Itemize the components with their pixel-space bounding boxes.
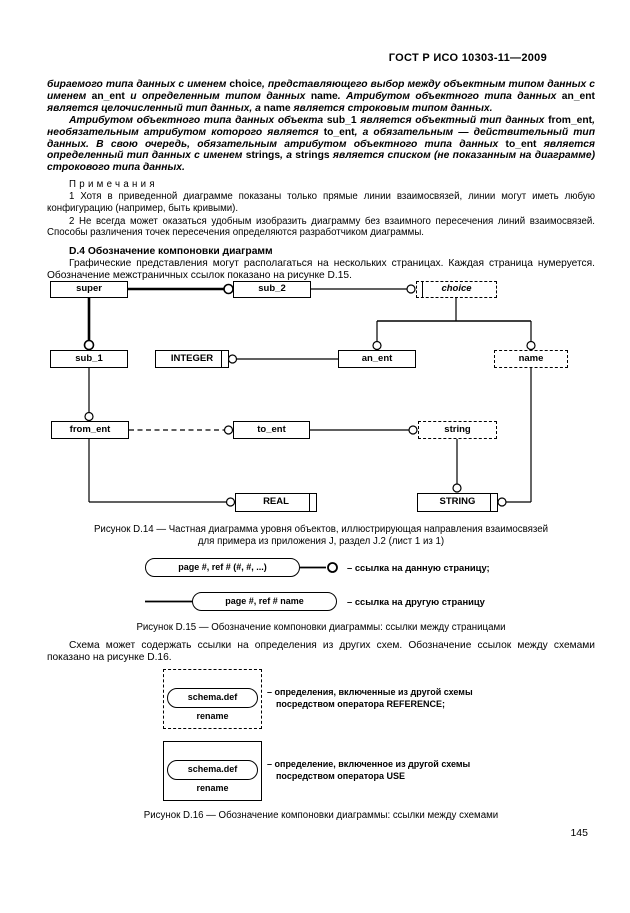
d15-connector-lines — [145, 562, 338, 603]
section-d4-paragraph: Графические представления могут располаг… — [47, 257, 595, 281]
d14-relation-circle — [223, 425, 234, 435]
d14-relation-circle — [223, 283, 234, 295]
d15-this-page-ref-oval: page #, ref # (#, #, ...) — [145, 558, 300, 577]
page-number: 145 — [570, 827, 588, 839]
figure-d16-diagram: schema.def rename – определения, включен… — [0, 666, 630, 806]
d16-use-annotation-line2: посредством оператора USE — [276, 770, 406, 781]
paragraph-2: Атрибутом объектного типа данных объекта… — [47, 114, 596, 174]
d14-box-name: name — [494, 350, 568, 368]
d14-box-INTEGER: INTEGER — [155, 350, 229, 368]
note-2: 2 Не всегда может оказаться удобным изоб… — [47, 216, 595, 239]
figure-d15-caption: Рисунок D.15 — Обозначение компоновки ди… — [136, 622, 506, 633]
note-1: 1 Хотя в приведенной диаграмме показаны … — [47, 191, 595, 214]
d16-reference-annotation-line1: – определения, включенные из другой схем… — [267, 687, 473, 697]
d14-box-super: super — [50, 281, 128, 298]
d14-relation-circle — [406, 284, 416, 294]
d14-box-choice: choice — [416, 281, 497, 298]
d14-connector-lines — [83, 283, 536, 507]
d14-relation-circle — [372, 340, 382, 351]
notes-heading: Примечания — [69, 179, 158, 191]
paragraph-1: бираемого типа данных с именем choice, п… — [47, 79, 595, 114]
d16-reference-annotation: – определения, включенные из другой схем… — [267, 687, 576, 710]
figure-d14-caption-line2: для примера из приложения J, раздел J.2 … — [197, 536, 445, 547]
schema-links-paragraph: Схема может содержать ссылки на определе… — [47, 640, 595, 663]
d16-reference-schema-oval: schema.def — [167, 688, 258, 708]
d14-relation-circle — [408, 425, 418, 435]
d14-relation-circle — [225, 497, 236, 507]
body-text: бираемого типа данных с именем choice, п… — [47, 79, 595, 282]
d16-use-schema-oval: schema.def — [167, 760, 258, 780]
d15-other-page-ref-oval: page #, ref # name — [192, 592, 337, 611]
section-d4-heading: D.4 Обозначение компоновки диаграмм — [69, 245, 273, 257]
figure-d14-caption-line1: Рисунок D.14 — Частная диаграмма уровня … — [93, 524, 549, 535]
d14-box-string: string — [418, 421, 497, 439]
d14-relation-circle — [452, 483, 462, 493]
document-header: ГОСТ Р ИСО 10303-11—2009 — [388, 52, 547, 64]
d14-relation-circle — [526, 340, 536, 351]
d14-box-an_ent: an_ent — [338, 350, 416, 368]
d14-box-REAL: REAL — [235, 493, 317, 512]
d14-relation-circle — [83, 339, 95, 351]
d16-use-rename-label: rename — [196, 783, 229, 793]
d15-other-page-ref-label: – ссылка на другую страницу — [347, 596, 485, 607]
d14-relation-circle — [227, 354, 238, 364]
d14-box-sub_1: sub_1 — [50, 350, 128, 368]
d14-box-STRING: STRING — [417, 493, 498, 512]
d15-this-page-ref-label: – ссылка на данную страницу; — [347, 562, 490, 573]
d14-box-to_ent: to_ent — [233, 421, 310, 439]
figure-d14-diagram: super sub_2 choice sub_1 INTEGER an_ent name fr… — [0, 278, 630, 518]
figure-d15-diagram: page #, ref # (#, #, ...) – ссылка на да… — [0, 556, 630, 618]
figure-d14-caption: Рисунок D.14 — Частная диаграмма уровня … — [47, 524, 595, 548]
d14-box-sub_2: sub_2 — [233, 281, 311, 298]
d16-reference-annotation-line2: посредством оператора REFERENCE; — [276, 698, 446, 709]
d16-reference-rename-label: rename — [196, 711, 229, 721]
figure-d16-caption: Рисунок D.16 — Обозначение компоновки ди… — [143, 810, 499, 821]
d16-use-annotation-line1: – определение, включенное из другой схем… — [267, 759, 471, 769]
d14-relation-circle — [84, 411, 94, 422]
d15-page-ref-circle — [327, 562, 338, 573]
d14-relation-circle — [497, 497, 507, 507]
d16-use-annotation: – определение, включенное из другой схем… — [267, 759, 576, 782]
d14-box-from_ent: from_ent — [51, 421, 129, 439]
